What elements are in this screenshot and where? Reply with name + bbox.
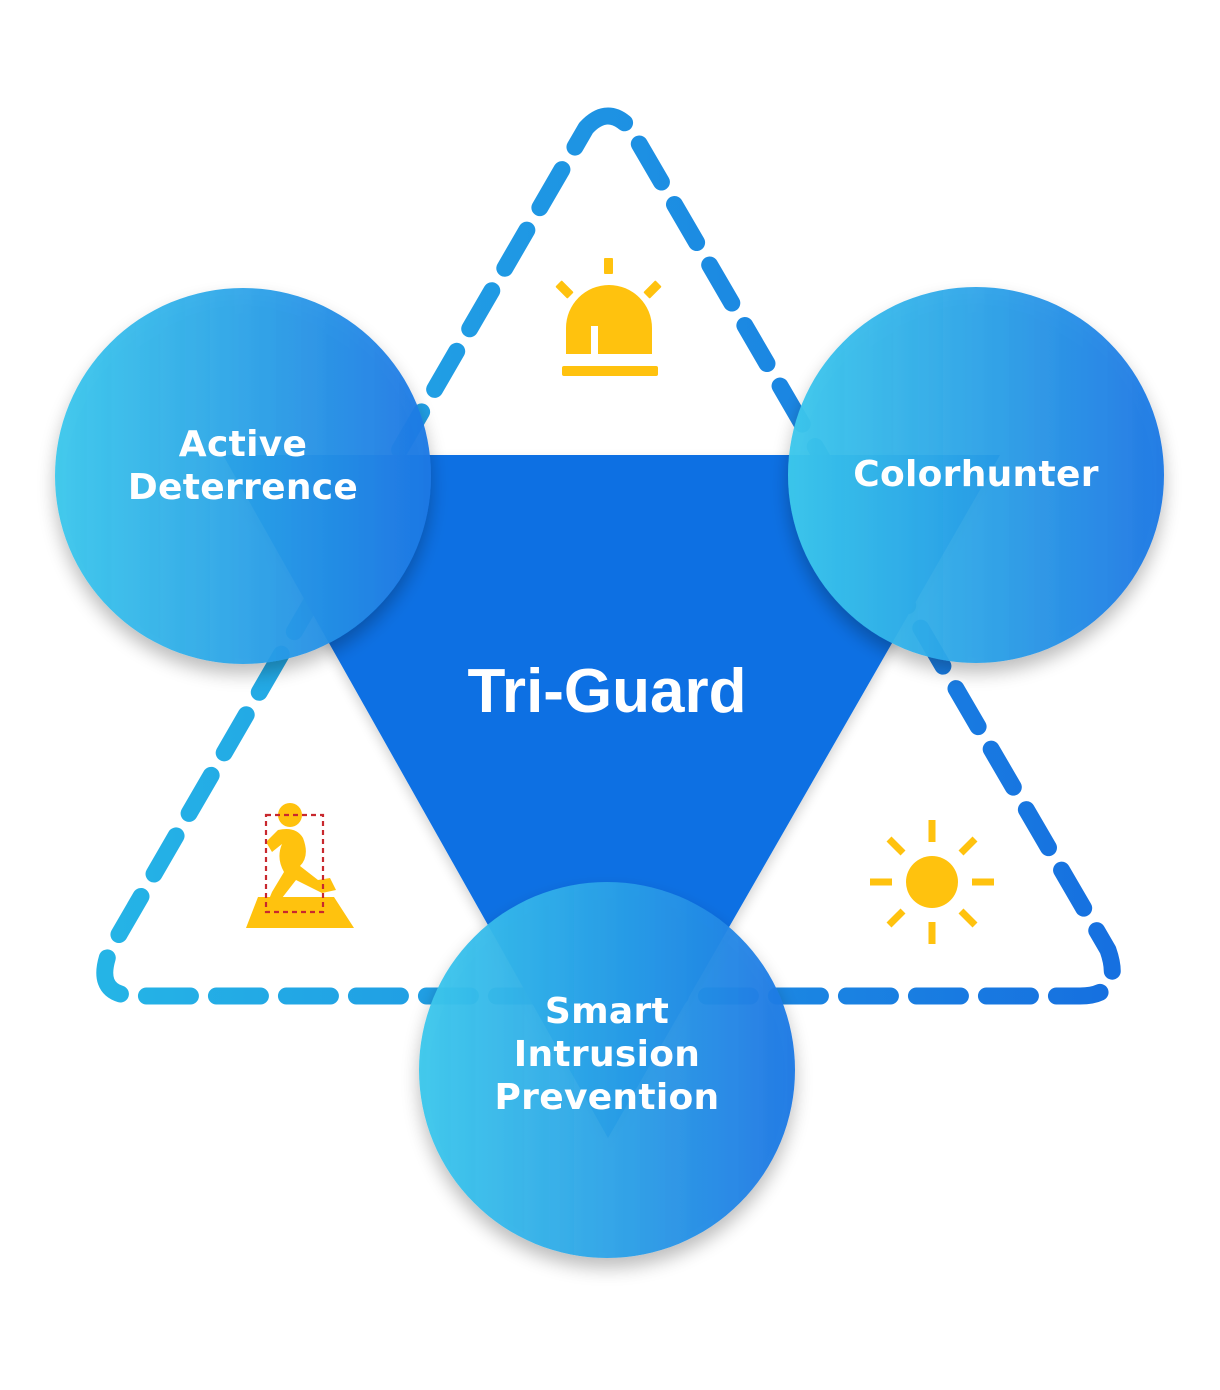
dashed-outer-triangle [96,107,1121,1005]
sun-icon [870,820,994,944]
node-circle-colorhunter[interactable] [788,287,1164,663]
node-circle-smart-intrusion-prevention[interactable] [419,882,795,1258]
center-triangle [223,455,1000,1138]
node-circle-active-deterrence[interactable] [55,288,431,664]
person-detection-icon [246,803,354,928]
siren-alarm-icon [555,258,662,376]
